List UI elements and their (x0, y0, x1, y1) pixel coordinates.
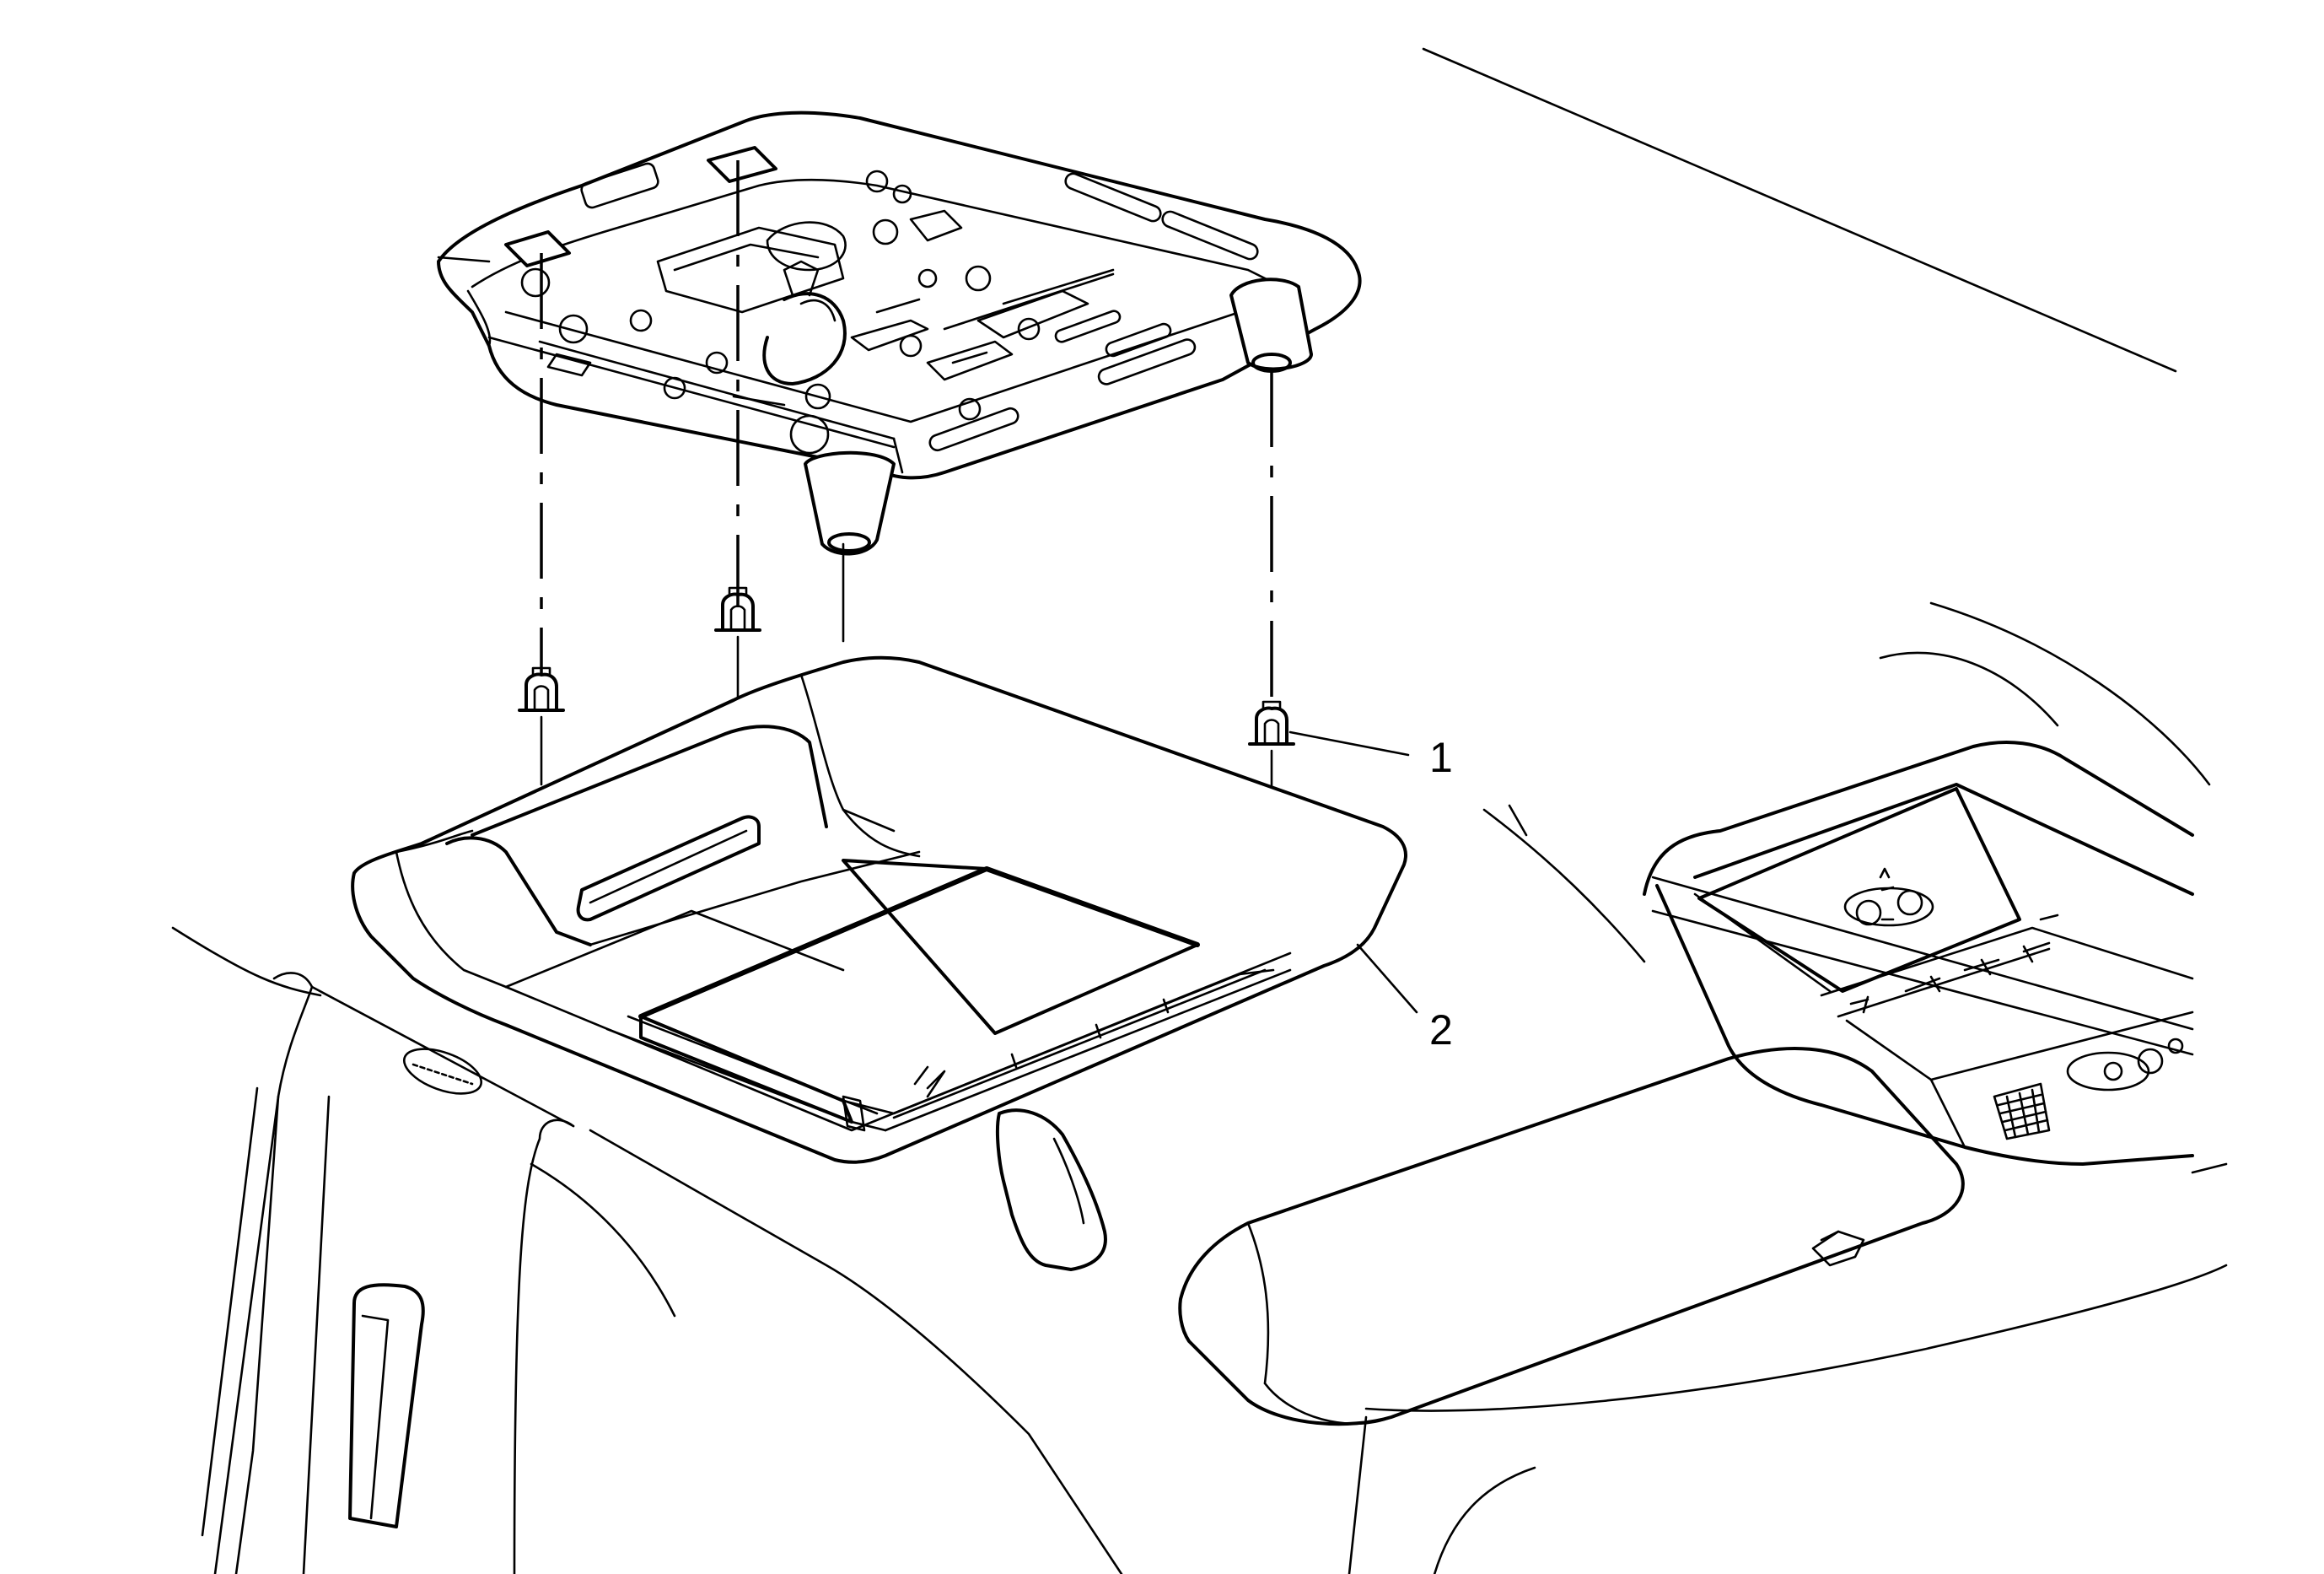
retainer-clip (714, 586, 761, 632)
bracket-foot-center (804, 450, 896, 556)
rear-overhead-console (1643, 741, 2194, 1166)
callout-1-leader (1288, 730, 1410, 757)
callout-2-leader (1356, 943, 1418, 1014)
alignment-lines (540, 160, 1273, 709)
left-pillar-trim (171, 926, 1123, 1574)
airbag-badge (402, 1048, 483, 1095)
retainer-clip (1248, 700, 1295, 746)
sun-visor (1178, 1047, 1965, 1426)
overhead-console (351, 635, 1407, 1271)
bracket-foot-right (1229, 278, 1313, 373)
headliner-background (1348, 47, 2228, 1574)
callout-2-label: 2 (1429, 1006, 1453, 1054)
retainer-clip (518, 666, 565, 712)
speaker-grille (1993, 1082, 2051, 1140)
callouts: 1 2 (1288, 730, 1453, 1054)
callout-1-label: 1 (1429, 734, 1453, 781)
console-mounting-bracket (437, 111, 1362, 556)
